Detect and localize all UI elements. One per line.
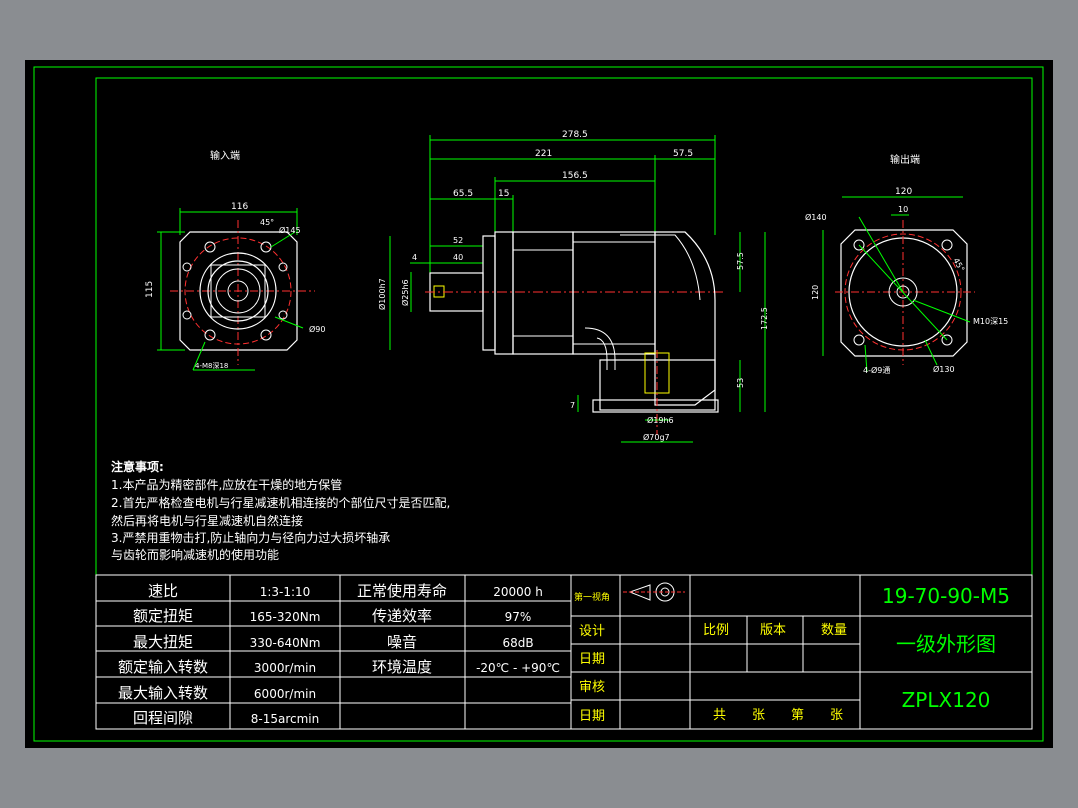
spec-value: 330-640Nm <box>250 636 321 650</box>
output-flange <box>592 399 719 413</box>
input-bolt-circle-dim: Ø145 <box>279 225 301 235</box>
spec-label: 正常使用寿命 <box>357 582 447 600</box>
dim-output-flange-diameter: Ø70g7 <box>643 432 670 442</box>
output-view-title: 输出端 <box>890 153 920 166</box>
review-label: 审核 <box>579 680 605 695</box>
spec-value: 20000 h <box>493 585 543 599</box>
spec-label: 额定扭矩 <box>133 607 193 625</box>
spec-label: 额定输入转数 <box>118 658 208 676</box>
note-line: 与齿轮而影响减速机的使用功能 <box>111 547 279 562</box>
dim-65-5: 65.5 <box>453 189 473 199</box>
dim-40: 40 <box>453 253 463 262</box>
spec-label: 噪音 <box>387 633 417 651</box>
side-view: 278.5 221 57.5 156.5 65.5 15 52 4 40 Ø10… <box>377 130 769 443</box>
date-label: 日期 <box>579 652 605 667</box>
note-line: 3.严禁用重物击打,防止轴向力与径向力过大损坏轴承 <box>111 530 390 545</box>
spec-label: 回程间隙 <box>133 709 193 727</box>
dim-57-5-top: 57.5 <box>673 149 693 159</box>
spec-value: 1:3-1:10 <box>260 585 311 599</box>
scale-label: 比例 <box>703 623 729 638</box>
output-height-dim: 120 <box>811 285 820 300</box>
note-line: 然后再将电机与行星减速机自然连接 <box>111 513 303 528</box>
input-height-dim: 115 <box>145 281 155 298</box>
cad-canvas: 输入端 116 115 45° Ø145 Ø90 <box>33 66 1044 742</box>
input-holes-dim: 4-M8深18 <box>195 361 228 370</box>
spec-value: 6000r/min <box>254 687 316 701</box>
output-width-dim: 120 <box>895 187 912 197</box>
input-end-view: 输入端 116 115 45° Ø145 Ø90 <box>145 149 325 371</box>
outer-frame <box>33 66 1044 742</box>
spec-value: 3000r/min <box>254 661 316 675</box>
output-flange-outline <box>840 229 968 357</box>
input-adapter-square <box>210 264 266 318</box>
spec-value: 165-320Nm <box>250 610 321 624</box>
note-line: 2.首先严格检查电机与行星减速机相连接的个部位尺寸是否匹配, <box>111 495 450 510</box>
spec-label: 最大扭矩 <box>133 633 193 651</box>
quantity-label: 数量 <box>821 623 847 638</box>
spec-label: 环境温度 <box>372 658 432 676</box>
dim-output-shaft-diameter: Ø19h6 <box>647 415 674 425</box>
notes-title: 注意事项: <box>111 459 164 474</box>
spec-value: 68dB <box>502 636 533 650</box>
design-label: 设计 <box>579 624 605 639</box>
input-pilot-dim: Ø90 <box>309 324 325 334</box>
drawing-name: 一级外形图 <box>896 632 996 656</box>
output-shaft <box>888 277 918 307</box>
input-pilot-circle <box>199 252 277 330</box>
output-d10-dim: 10 <box>898 205 908 214</box>
dim-shaft-diameter: Ø25h6 <box>400 279 410 306</box>
input-width-dim: 116 <box>231 202 248 212</box>
spec-label: 传递效率 <box>372 607 432 625</box>
dim-53: 53 <box>736 378 745 388</box>
overall-length-dim: 278.5 <box>562 130 588 140</box>
dim-172-5: 172.5 <box>760 307 769 330</box>
dim-15: 15 <box>498 189 509 199</box>
spec-rows: 速比 1:3-1:10 正常使用寿命 20000 h 额定扭矩 165-320Nm 传递效率… <box>118 582 560 727</box>
output-holes-dim: 4-Ø9通 <box>863 365 890 375</box>
spec-value: -20℃ - +90℃ <box>476 661 560 675</box>
drawing-sheet: 输入端 116 115 45° Ø145 Ø90 <box>25 60 1053 748</box>
right-angle-head <box>654 231 716 406</box>
dim-57-5-right: 57.5 <box>736 252 745 270</box>
input-shaft-bore <box>227 280 249 302</box>
output-tap-dim: M10深15 <box>973 317 1008 326</box>
input-view-title: 输入端 <box>210 149 240 162</box>
output-angle-dim: 45° <box>951 257 966 274</box>
model-number: ZPLX120 <box>902 688 991 712</box>
side-gear-housing <box>572 231 656 355</box>
spec-value: 8-15arcmin <box>251 712 319 726</box>
output-dia140-dim: Ø140 <box>805 212 827 222</box>
dim-52: 52 <box>453 236 463 245</box>
title-block-text: 第一视角 设计 日期 审核 日期 比例 版本 数量 共 张 第 张 19-70-… <box>574 582 1010 724</box>
output-bolt-circle-dim: Ø130 <box>933 364 955 374</box>
dim-221: 221 <box>535 149 552 159</box>
spec-label: 最大输入转数 <box>118 684 208 702</box>
drawing-code: 19-70-90-M5 <box>882 584 1010 608</box>
spec-value: 97% <box>505 610 532 624</box>
dim-body-diameter: Ø100h7 <box>377 278 387 310</box>
title-block <box>570 574 1033 730</box>
version-label: 版本 <box>760 623 786 638</box>
date-label: 日期 <box>579 709 605 724</box>
input-angle-dim: 45° <box>260 218 274 227</box>
projection-label: 第一视角 <box>574 591 610 603</box>
note-line: 1.本产品为精密部件,应放在干燥的地方保管 <box>111 477 342 492</box>
dim-156-5: 156.5 <box>562 171 588 181</box>
notes-block: 注意事项: 1.本产品为精密部件,应放在干燥的地方保管 2.首先严格检查电机与行… <box>111 459 450 562</box>
output-end-view: 输出端 120 10 Ø140 45° 120 M10深15 4-Ø9通 Ø13… <box>805 153 1008 375</box>
sheets-label: 共 张 第 张 <box>713 708 843 723</box>
spec-label: 速比 <box>148 582 178 600</box>
side-input-flange <box>482 235 496 351</box>
dim-7: 7 <box>570 401 575 410</box>
dim-4: 4 <box>412 253 417 262</box>
